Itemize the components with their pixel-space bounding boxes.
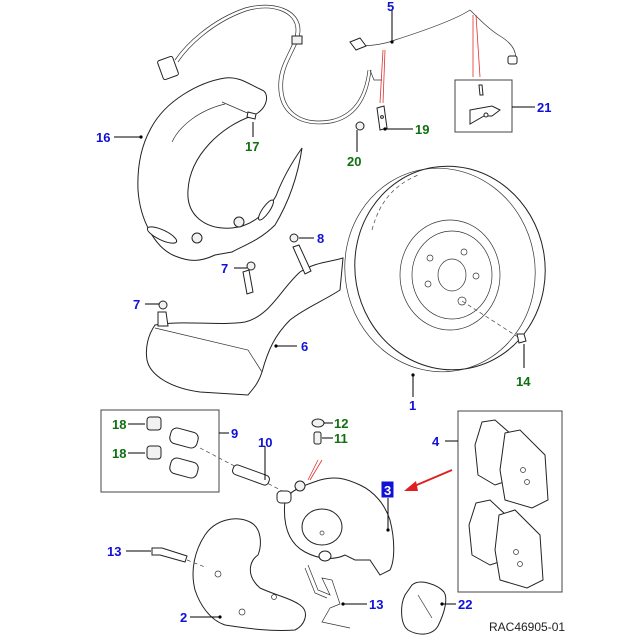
callout-5[interactable]: 5 — [387, 0, 394, 14]
guide-pin-kit-box — [100, 409, 220, 493]
callout-14[interactable]: 13 — [369, 597, 383, 612]
guide-pin[interactable] — [231, 464, 270, 486]
callout-2[interactable]: 2 — [180, 610, 187, 625]
brake-disc[interactable] — [329, 151, 562, 387]
anti-rattle-spring[interactable] — [304, 564, 351, 629]
callout-1[interactable]: 1 — [409, 398, 416, 413]
callout-8[interactable]: 8 — [317, 231, 324, 246]
callout-7-upper[interactable]: 7 — [221, 261, 228, 276]
callout-11[interactable]: 11 — [334, 431, 348, 446]
callout-10[interactable]: 10 — [258, 435, 272, 450]
callout-13[interactable]: 13 — [107, 544, 121, 559]
callout-18-upper[interactable]: 18 — [112, 417, 126, 432]
dust-boot-lower[interactable] — [146, 445, 162, 460]
caliper-badge[interactable] — [401, 581, 447, 635]
callout-9[interactable]: 9 — [231, 426, 238, 441]
callout-3[interactable]: 3 — [384, 483, 391, 498]
harness-bracket[interactable] — [469, 84, 501, 125]
brake-pads-lower[interactable] — [468, 499, 544, 589]
carrier-bolt[interactable] — [151, 547, 188, 563]
bracket-bolt[interactable] — [355, 121, 365, 131]
callout-7-lower[interactable]: 7 — [133, 297, 140, 312]
splash-shield[interactable] — [137, 77, 303, 261]
clip-lower[interactable] — [158, 300, 168, 310]
clip-upper[interactable] — [246, 261, 256, 271]
callout-4[interactable]: 4 — [432, 434, 440, 449]
air-deflector[interactable] — [145, 244, 344, 396]
callout-18-lower[interactable]: 18 — [112, 446, 126, 461]
callout-6[interactable]: 6 — [301, 339, 308, 354]
brake-pads-upper[interactable] — [474, 419, 549, 509]
red-pointer-arrow — [404, 469, 453, 491]
callout-12[interactable]: 12 — [334, 416, 348, 431]
guide-sleeve-upper[interactable] — [168, 427, 199, 450]
callout-3-highlight — [381, 481, 394, 498]
callout-21[interactable]: 21 — [537, 100, 551, 115]
dust-cap[interactable] — [311, 418, 325, 428]
disc-screw[interactable] — [516, 333, 527, 344]
callout-17[interactable]: 17 — [245, 139, 259, 154]
screw-8[interactable] — [289, 233, 299, 243]
sensor-bracket[interactable] — [376, 105, 388, 131]
wear-sensor-harness[interactable] — [157, 4, 518, 125]
guide-sleeve-lower[interactable] — [168, 457, 199, 480]
callout-19[interactable]: 19 — [415, 122, 429, 137]
caliper-carrier[interactable] — [192, 518, 306, 632]
brake-caliper[interactable] — [276, 477, 395, 576]
shield-bolt[interactable] — [221, 101, 257, 120]
bleed-screw[interactable] — [313, 431, 322, 445]
callout-20[interactable]: 20 — [347, 154, 361, 169]
harness-bracket-kit-box — [454, 79, 513, 133]
callout-22[interactable]: 22 — [458, 597, 472, 612]
callout-15[interactable]: 14 — [516, 374, 531, 389]
callout-16[interactable]: 16 — [96, 130, 110, 145]
dust-boot-upper[interactable] — [146, 416, 162, 431]
reference-code: RAC46905-01 — [489, 620, 565, 634]
brake-pad-set-box — [457, 410, 563, 593]
